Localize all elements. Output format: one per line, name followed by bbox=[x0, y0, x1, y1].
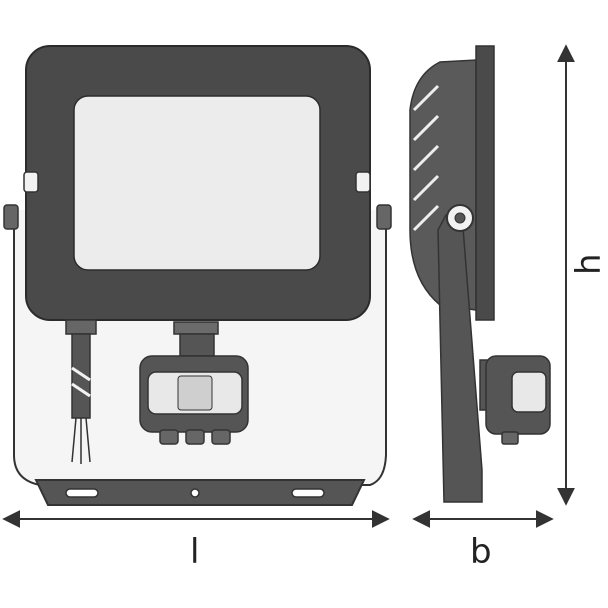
length-label: l bbox=[190, 532, 199, 572]
side-pivot-center bbox=[454, 212, 466, 224]
sensor-neck-nut bbox=[173, 321, 219, 335]
width-label: b bbox=[470, 532, 492, 572]
cable bbox=[71, 333, 91, 419]
side-sensor-window bbox=[511, 371, 547, 413]
sensor-neck bbox=[179, 333, 215, 357]
sensor-knob-1 bbox=[159, 429, 179, 445]
housing-tab-left bbox=[23, 171, 39, 193]
cable-wires bbox=[71, 417, 91, 464]
cable-twist bbox=[71, 366, 91, 398]
side-front-plate bbox=[475, 45, 495, 321]
housing-tab-right bbox=[355, 171, 371, 193]
pivot-knob-left bbox=[3, 204, 19, 230]
dimension-lines bbox=[2, 44, 575, 528]
height-label: h bbox=[569, 253, 608, 275]
sensor-knob-2 bbox=[185, 429, 205, 445]
base-hole bbox=[190, 488, 200, 498]
bracket-base-plate bbox=[34, 479, 366, 506]
heatsink-fins bbox=[412, 84, 440, 232]
cable-gland bbox=[65, 319, 97, 335]
base-slot-right bbox=[291, 488, 325, 498]
pivot-knob-right bbox=[376, 204, 392, 230]
side-sensor-knob bbox=[501, 431, 519, 445]
side-view bbox=[409, 45, 551, 503]
lens bbox=[73, 95, 321, 271]
sensor-lens bbox=[177, 375, 213, 411]
sensor-knob-3 bbox=[211, 429, 231, 445]
front-view bbox=[3, 45, 392, 506]
base-slot-left bbox=[65, 488, 99, 498]
